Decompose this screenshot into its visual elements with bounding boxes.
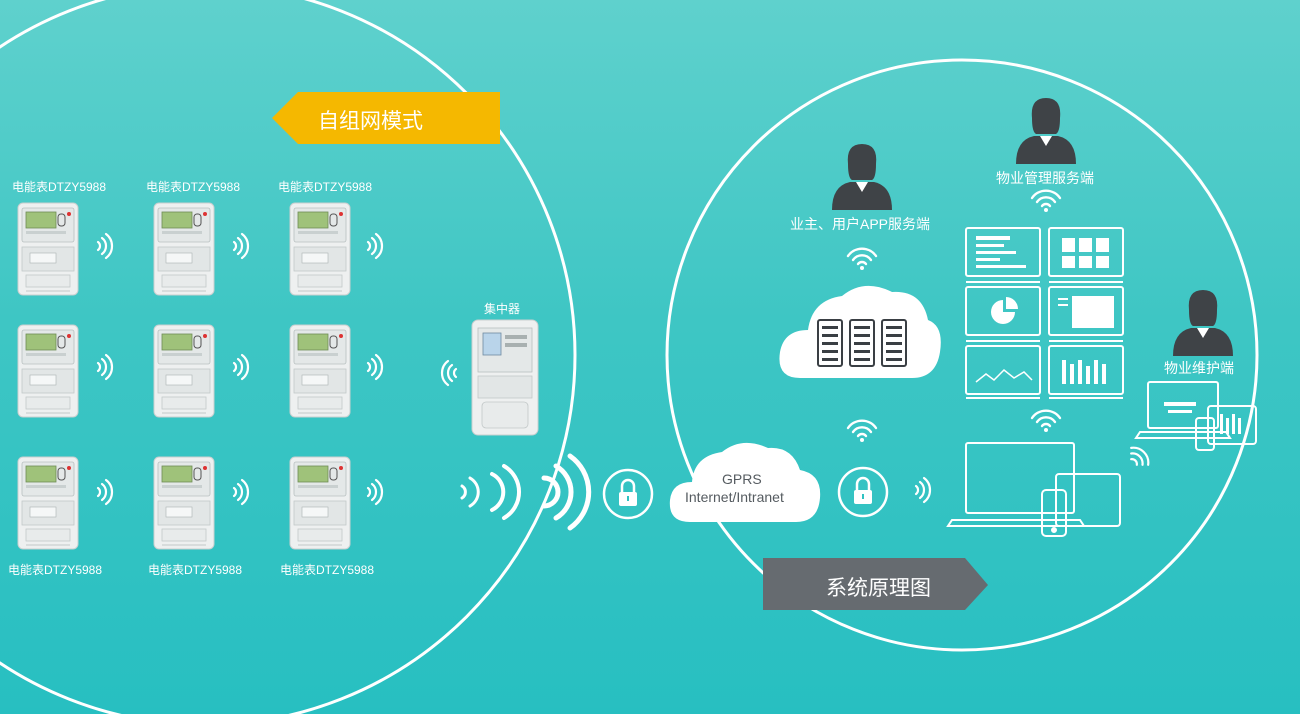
right-banner-title: 系统原理图 (826, 577, 931, 600)
gprs-cloud-icon (669, 442, 821, 522)
maintenance-screen-contents (1164, 402, 1241, 434)
maintenance-person-icon (1173, 290, 1233, 356)
meter-label-bottom-2: 电能表DTZY5988 (148, 563, 243, 577)
gprs-label-line2: Internet/Intranet (685, 489, 784, 505)
gprs-label-line1: GPRS (722, 471, 762, 487)
meter-label-top-2: 电能表DTZY5988 (146, 180, 241, 194)
mode-banner-left (272, 92, 500, 144)
concentrator-wifi (440, 359, 458, 387)
concentrator-device (471, 319, 539, 436)
wifi-icon-cloud (846, 247, 878, 272)
lock-icon-right (837, 466, 889, 518)
left-network-ring (0, 0, 577, 714)
monitor-grid (965, 227, 1124, 399)
monitor-screen-contents (976, 236, 1114, 384)
wifi-icon-property (1030, 189, 1062, 214)
wifi-icon-maintenance (1124, 442, 1154, 472)
lock-icon-left (602, 468, 654, 520)
property-mgmt-label: 物业管理服务端 (996, 170, 1094, 186)
wifi-icon-lock-right (914, 476, 932, 504)
server-cloud-icon (779, 285, 941, 378)
meter-grid (17, 202, 351, 550)
left-banner-title: 自组网模式 (318, 110, 423, 133)
meter-label-top-3: 电能表DTZY5988 (278, 180, 373, 194)
property-person-icon (1016, 98, 1076, 164)
wifi-icon-devices (1030, 409, 1062, 434)
right-system-ring (665, 58, 1259, 652)
meter-label-bottom-1: 电能表DTZY5988 (8, 563, 103, 577)
owner-person-icon (832, 144, 892, 210)
owner-app-label: 业主、用户APP服务端 (790, 216, 931, 232)
wifi-icon-lock (846, 419, 878, 444)
device-cluster (946, 442, 1121, 537)
maintenance-devices (1134, 381, 1257, 451)
mode-banner-right (763, 558, 988, 610)
meter-label-top-1: 电能表DTZY5988 (12, 180, 107, 194)
uplink-signal-waves (460, 453, 592, 531)
concentrator-label: 集中器 (484, 302, 521, 316)
meter-label-bottom-3: 电能表DTZY5988 (280, 563, 375, 577)
maintenance-label: 物业维护端 (1164, 360, 1234, 376)
line-chart-screen (975, 368, 1033, 383)
